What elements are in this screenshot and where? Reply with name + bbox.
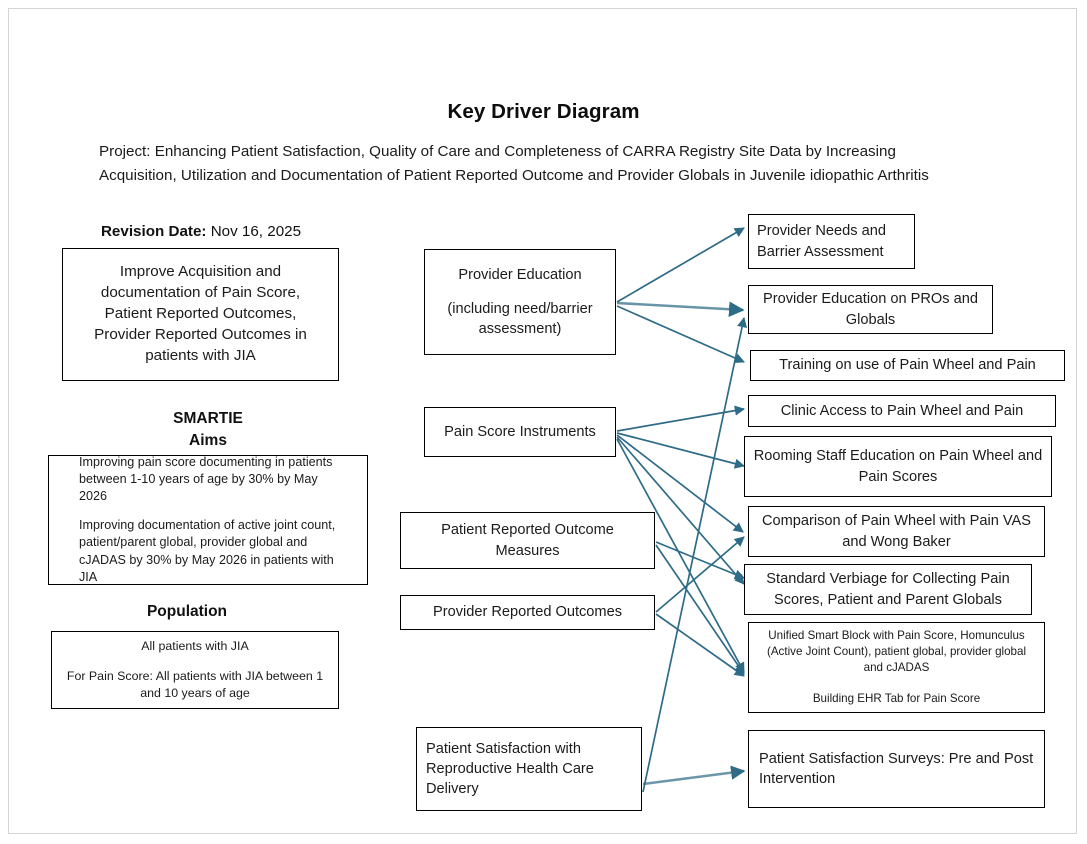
project-description-line-2: Acquisition, Utilization and Documentati… bbox=[99, 167, 929, 184]
driver-patient-reported-outcome-measures-label: Patient Reported Outcome Measures bbox=[441, 522, 614, 559]
driver-patient-reported-outcome-measures: Patient Reported Outcome Measures bbox=[400, 512, 655, 569]
global-aim-line-5: patients with JIA bbox=[145, 346, 256, 364]
driver-provider-education-line-2: (including need/barrier assessment) bbox=[447, 300, 593, 338]
intervention-rooming-staff-education: Rooming Staff Education on Pain Wheel an… bbox=[744, 436, 1052, 497]
global-aim-line-4: Provider Reported Outcomes in bbox=[94, 325, 307, 343]
intervention-standard-verbiage-label: Standard Verbiage for Collecting Pain Sc… bbox=[766, 571, 1010, 608]
smartie-heading-line-2: Aims bbox=[189, 432, 227, 449]
smartie-aim-2: Improving documentation of active joint … bbox=[79, 517, 336, 584]
intervention-provider-needs-barrier-assessment: Provider Needs and Barrier Assessment bbox=[748, 214, 915, 269]
revision-date-value: Nov 16, 2025 bbox=[210, 223, 302, 240]
arrow-provider-education-to-needs bbox=[616, 227, 745, 303]
driver-pain-score-instruments-label: Pain Score Instruments bbox=[444, 423, 596, 440]
global-aim-line-3: Patient Reported Outcomes, bbox=[104, 305, 297, 323]
global-aim-line-2: documentation of Pain Score, bbox=[100, 284, 301, 302]
project-description-line-1: Project: Enhancing Patient Satisfaction,… bbox=[99, 143, 896, 160]
page-title: Key Driver Diagram bbox=[447, 100, 640, 123]
population-line-1: All patients with JIA bbox=[141, 638, 249, 653]
smartie-aims-box: Improving pain score documenting in pati… bbox=[48, 455, 368, 585]
global-aim-line-1: Improve Acquisition and bbox=[119, 263, 282, 281]
arrow-provider-education-to-pro-education bbox=[616, 301, 745, 318]
population-heading: Population bbox=[146, 603, 228, 620]
arrow-pain-instruments-to-clinic-access bbox=[616, 405, 746, 432]
intervention-rooming-staff-education-label: Rooming Staff Education on Pain Wheel an… bbox=[753, 448, 1043, 485]
smartie-heading-line-1: SMARTIE bbox=[173, 410, 243, 427]
intervention-standard-verbiage: Standard Verbiage for Collecting Pain Sc… bbox=[744, 564, 1032, 615]
driver-patient-satisfaction-reproductive-health: Patient Satisfaction with Reproductive H… bbox=[416, 727, 642, 811]
intervention-patient-satisfaction-surveys: Patient Satisfaction Surveys: Pre and Po… bbox=[748, 730, 1045, 808]
arrow-pro-measures-to-unified-smart-block bbox=[655, 544, 745, 675]
intervention-unified-smart-block: Unified Smart Block with Pain Score, Hom… bbox=[748, 622, 1045, 713]
arrow-pain-instruments-to-rooming-staff bbox=[616, 432, 745, 469]
intervention-comparison-pain-wheel-vas-label: Comparison of Pain Wheel with Pain VAS a… bbox=[761, 513, 1032, 550]
population-box: All patients with JIA For Pain Score: Al… bbox=[51, 631, 339, 709]
arrow-provider-education-to-training bbox=[616, 305, 745, 363]
intervention-building-ehr-tab-label: Building EHR Tab for Pain Score bbox=[812, 692, 981, 706]
intervention-provider-education-pros-globals: Provider Education on PROs and Globals bbox=[748, 285, 993, 334]
population-line-2: For Pain Score: All patients with JIA be… bbox=[66, 668, 324, 701]
intervention-patient-satisfaction-surveys-label: Patient Satisfaction Surveys: Pre and Po… bbox=[759, 750, 1034, 787]
arrow-patient-satisfaction-to-pro-education bbox=[642, 317, 748, 793]
global-aim-box: Improve Acquisition and documentation of… bbox=[62, 248, 339, 381]
intervention-provider-education-pros-globals-label: Provider Education on PROs and Globals bbox=[763, 291, 978, 328]
intervention-unified-smart-block-label: Unified Smart Block with Pain Score, Hom… bbox=[766, 628, 1027, 674]
driver-provider-education: Provider Education (including need/barri… bbox=[424, 249, 616, 355]
driver-patient-satisfaction-reproductive-health-label: Patient Satisfaction with Reproductive H… bbox=[426, 740, 594, 798]
intervention-training-pain-wheel-label: Training on use of Pain Wheel and Pain bbox=[779, 357, 1036, 374]
driver-pain-score-instruments: Pain Score Instruments bbox=[424, 407, 616, 457]
driver-provider-education-line-1: Provider Education bbox=[458, 266, 582, 283]
intervention-provider-needs-barrier-assessment-label: Provider Needs and Barrier Assessment bbox=[757, 223, 886, 260]
intervention-training-pain-wheel: Training on use of Pain Wheel and Pain bbox=[750, 350, 1065, 381]
intervention-comparison-pain-wheel-vas: Comparison of Pain Wheel with Pain VAS a… bbox=[748, 506, 1045, 557]
revision-date: Revision Date: Nov 16, 2025 bbox=[62, 223, 340, 240]
driver-provider-reported-outcomes: Provider Reported Outcomes bbox=[400, 595, 655, 630]
arrow-provider-outcomes-to-unified-smart-block bbox=[655, 613, 745, 677]
intervention-clinic-access-pain-wheel: Clinic Access to Pain Wheel and Pain bbox=[748, 395, 1056, 427]
intervention-clinic-access-pain-wheel-label: Clinic Access to Pain Wheel and Pain bbox=[780, 402, 1024, 419]
arrow-provider-outcomes-to-comparison bbox=[655, 536, 745, 613]
driver-provider-reported-outcomes-label: Provider Reported Outcomes bbox=[433, 604, 622, 621]
arrow-patient-satisfaction-to-surveys bbox=[642, 765, 746, 786]
arrow-pro-measures-to-standard-verbiage bbox=[655, 541, 745, 580]
smartie-aim-1: Improving pain score documenting in pati… bbox=[79, 454, 333, 504]
revision-date-label: Revision Date: bbox=[100, 223, 207, 240]
